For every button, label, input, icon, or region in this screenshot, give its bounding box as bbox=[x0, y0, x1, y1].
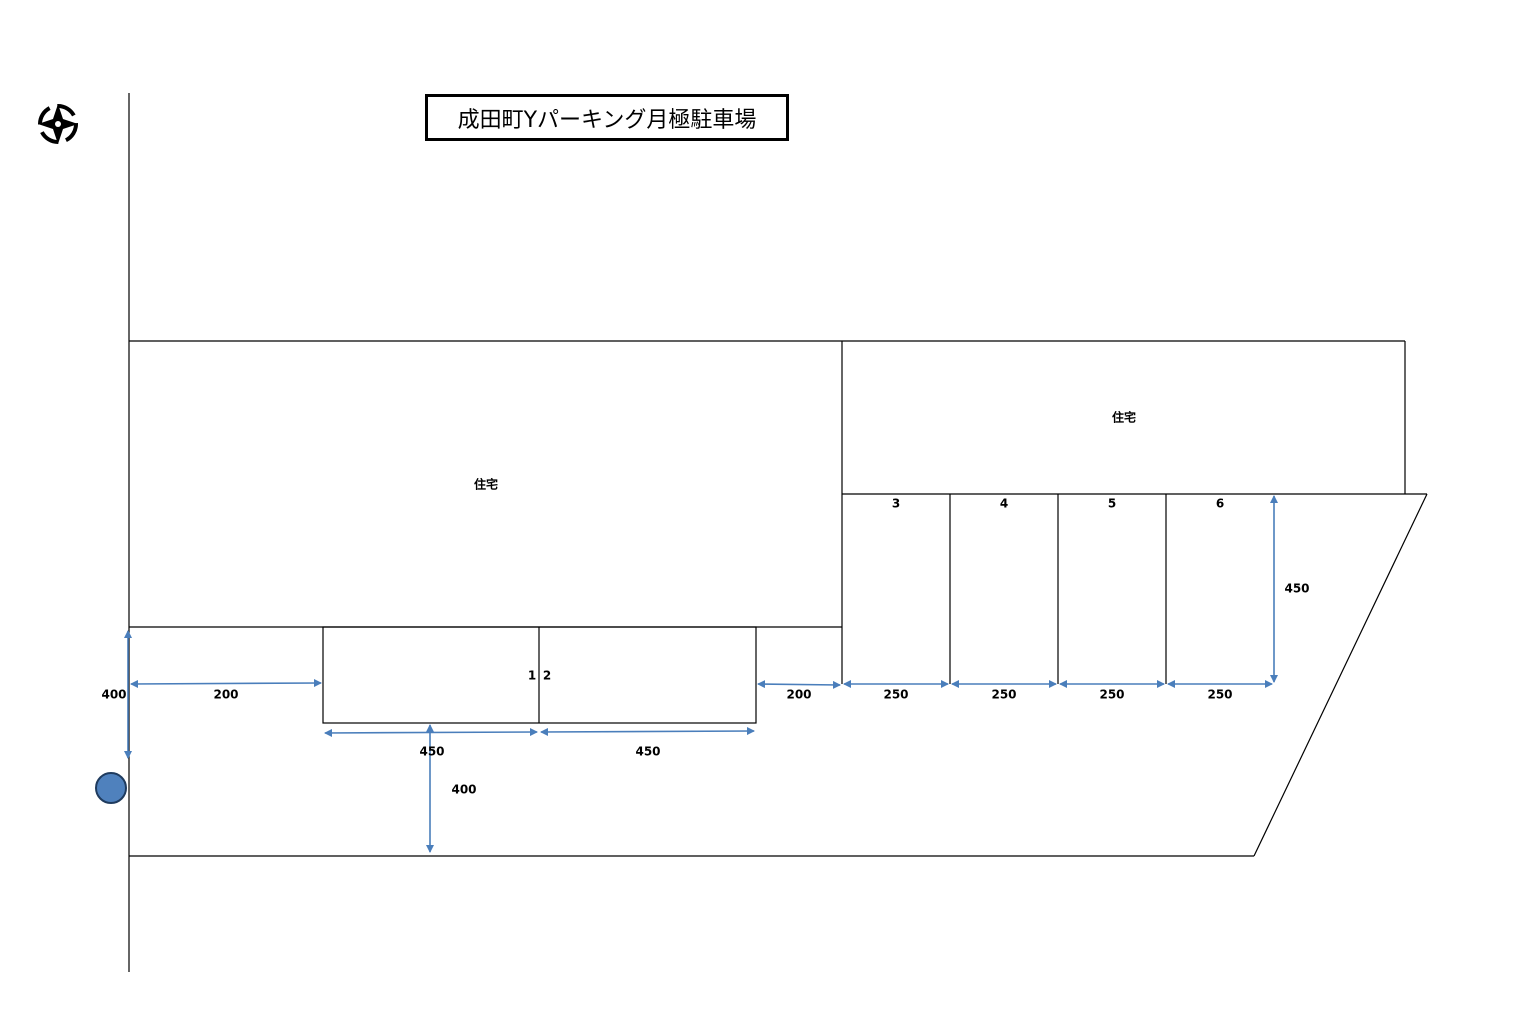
dimension-label: 200 bbox=[213, 688, 238, 702]
dimension-arrows bbox=[124, 495, 1278, 853]
dimension-label: 200 bbox=[786, 688, 811, 702]
dimension-label: 250 bbox=[991, 688, 1016, 702]
compass-icon bbox=[38, 104, 78, 144]
space-number: 1 bbox=[528, 669, 536, 683]
boundary-lines bbox=[128, 93, 1428, 972]
dimension-label: 450 bbox=[1284, 582, 1309, 596]
entrance-marker bbox=[95, 772, 127, 804]
building-label: 住宅 bbox=[474, 477, 498, 492]
dimension-label: 400 bbox=[451, 783, 476, 797]
space-number: 4 bbox=[1000, 497, 1008, 511]
page-title: 成田町Yパーキング月極駐車場 bbox=[425, 94, 789, 141]
dimension-label: 250 bbox=[1207, 688, 1232, 702]
dimension-label: 250 bbox=[883, 688, 908, 702]
space-number: 2 bbox=[543, 669, 551, 683]
dimension-label: 400 bbox=[101, 688, 126, 702]
space-number: 3 bbox=[892, 497, 900, 511]
parking-space-lines bbox=[322, 494, 1167, 724]
dimension-label: 250 bbox=[1099, 688, 1124, 702]
space-number: 5 bbox=[1108, 497, 1116, 511]
space-number: 6 bbox=[1216, 497, 1224, 511]
dimension-label: 450 bbox=[419, 745, 444, 759]
building-label: 住宅 bbox=[1112, 410, 1136, 425]
dimension-label: 450 bbox=[635, 745, 660, 759]
